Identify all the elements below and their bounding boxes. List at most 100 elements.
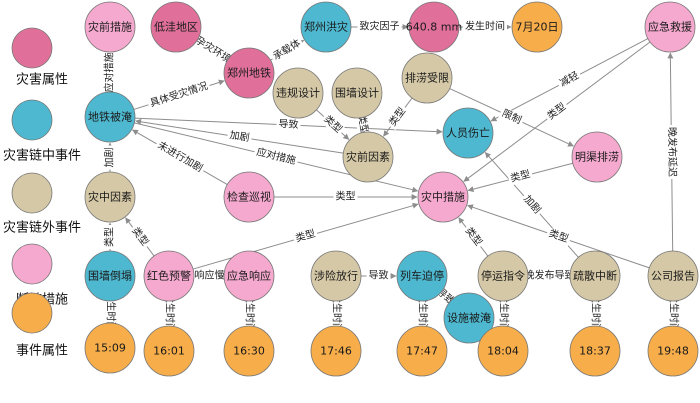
node-weiqiang-sheji[interactable]: 围墙设计 — [331, 67, 383, 119]
node-t1948[interactable]: 19:48 — [647, 325, 699, 377]
node-ditie-beiyan[interactable]: 地铁被淹 — [84, 91, 136, 143]
legend-label: 事件属性 — [16, 344, 68, 359]
edge-label-text: 应对措施 — [255, 145, 297, 167]
node-zhengzhou-ditie[interactable]: 郑州地铁 — [223, 47, 275, 99]
node-circle — [84, 91, 136, 143]
node-zaizhong-yinsu[interactable]: 灾中因素 — [84, 171, 136, 223]
node-t1746[interactable]: 17:46 — [310, 325, 362, 377]
node-t1509[interactable]: 15:09 — [84, 322, 136, 374]
edge-label: 类型 — [461, 223, 486, 251]
edge-label-text: 类型 — [355, 113, 371, 135]
edge-label-bg — [522, 270, 577, 282]
node-label: 列车迫停 — [400, 269, 444, 283]
node-sheyan-fangxing[interactable]: 涉险放行 — [310, 250, 362, 302]
node-shusan-zhongduan[interactable]: 疏散中断 — [569, 250, 621, 302]
edge-label: 限制 — [498, 106, 525, 128]
node-t1804[interactable]: 18:04 — [477, 325, 529, 377]
node-circle — [310, 325, 362, 377]
node-label: 灾中因素 — [88, 190, 132, 204]
node-label: 17:47 — [406, 345, 438, 358]
edge-label-bg — [269, 36, 305, 65]
node-tingyun-zhiling[interactable]: 停运指令 — [477, 250, 529, 302]
node-zaiqian-yinsu[interactable]: 灾前因素 — [342, 131, 394, 183]
edge-label-text: 具体受灾情况 — [148, 79, 209, 110]
node-paolao-shouxian[interactable]: 排涝受限 — [401, 52, 453, 104]
node-circle — [272, 67, 324, 119]
node-jul20[interactable]: 7月20日 — [511, 1, 563, 53]
node-gongsi-baogao[interactable]: 公司报告 — [647, 250, 699, 302]
node-mm6408[interactable]: 640.8 mm — [406, 1, 462, 53]
node-label: 停运指令 — [481, 269, 525, 283]
node-zaizhong-cuoshi[interactable]: 灾中措施 — [417, 171, 469, 223]
node-circle — [511, 1, 563, 53]
node-label: 灾前因素 — [346, 150, 390, 164]
node-label: 应急响应 — [227, 269, 271, 283]
edge-label-text: 导致 — [369, 269, 389, 282]
node-t1630[interactable]: 16:30 — [223, 325, 275, 377]
node-label: 疏散中断 — [573, 269, 617, 283]
node-lieche-poting[interactable]: 列车迫停 — [396, 250, 448, 302]
node-label: 640.8 mm — [406, 21, 462, 34]
node-zaiqian-cuoshi[interactable]: 灾前措施 — [84, 1, 136, 53]
node-label: 明渠排涝 — [575, 150, 619, 164]
edge-label-bg — [163, 291, 175, 335]
node-circle — [150, 1, 202, 53]
node-label: 17:46 — [320, 345, 352, 358]
node-mingqu-paolao[interactable]: 明渠排涝 — [571, 131, 623, 183]
node-zhengzhou-hongzai[interactable]: 郑州洪灾 — [300, 1, 352, 53]
node-diwa-diqu[interactable]: 低洼地区 — [150, 1, 202, 53]
node-yingji-xiangying[interactable]: 应急响应 — [223, 250, 275, 302]
node-t1601[interactable]: 16:01 — [143, 325, 195, 377]
node-yingji-jiuyuan[interactable]: 应急救援 — [644, 1, 696, 53]
node-jiancha-xunshi[interactable]: 检查巡视 — [223, 171, 275, 223]
edge-label: 类型 — [292, 227, 319, 246]
edge-label: 导致 — [276, 117, 301, 132]
node-label: 红色预警 — [147, 269, 191, 283]
legend-label: 灾害链中事件 — [3, 148, 81, 164]
edge-label-bg — [556, 68, 583, 91]
edge-label-text: 发生时间 — [668, 293, 681, 333]
edge-label: 类型 — [103, 225, 116, 249]
legend-label: 灾害属性 — [16, 72, 68, 88]
edge-label: 晚发布导致 — [522, 269, 577, 282]
edge-label-text: 承载体 — [271, 37, 303, 63]
node-hongse-yujing[interactable]: 红色预警 — [143, 250, 195, 302]
node-circle — [331, 67, 383, 119]
node-weigui-sheji[interactable]: 违规设计 — [272, 67, 324, 119]
node-t1837[interactable]: 18:37 — [569, 325, 621, 377]
node-sheshi-beiyan[interactable]: 设施被淹 — [443, 292, 495, 344]
node-t1747[interactable]: 17:47 — [396, 325, 448, 377]
node-circle — [223, 325, 275, 377]
node-renyuan-shangwang[interactable]: 人员伤亡 — [442, 107, 494, 159]
edge-label: 类型 — [543, 99, 571, 124]
edge-label-bg — [463, 21, 507, 33]
edge-label-bg — [253, 145, 299, 168]
node-circle — [408, 1, 460, 53]
node-label: 围墙设计 — [335, 86, 379, 100]
node-circle — [143, 325, 195, 377]
edge-label: 导致 — [366, 269, 391, 282]
edge-label: 未进行加剧 — [153, 138, 207, 176]
node-label: 涉险放行 — [314, 269, 358, 283]
node-label: 灾中措施 — [421, 190, 465, 204]
node-label: 19:48 — [657, 345, 689, 358]
edge-label-bg — [416, 291, 428, 335]
node-circle — [477, 325, 529, 377]
node-weiqiang-daota[interactable]: 围墙倒塌 — [84, 250, 136, 302]
legend: 灾害属性灾害链中事件灾害链外事件断链措施事件属性 — [3, 27, 81, 359]
edge-label: 发生时间 — [163, 291, 177, 335]
legend-swatch — [11, 99, 53, 141]
edge-label-bg — [146, 79, 212, 111]
legend-swatch — [11, 243, 53, 285]
edge-label-bg — [545, 227, 572, 247]
edge-label-bg — [665, 124, 678, 180]
node-label: 公司报告 — [651, 269, 695, 283]
edge-label: 具体受灾情况 — [146, 79, 212, 111]
edge-label: 致灾因子 — [357, 20, 402, 33]
node-circle — [84, 322, 136, 374]
node-circle — [571, 131, 623, 183]
edge-label: 发生时间 — [463, 20, 507, 33]
node-circle — [477, 250, 529, 302]
edge-label-bg — [543, 99, 571, 124]
